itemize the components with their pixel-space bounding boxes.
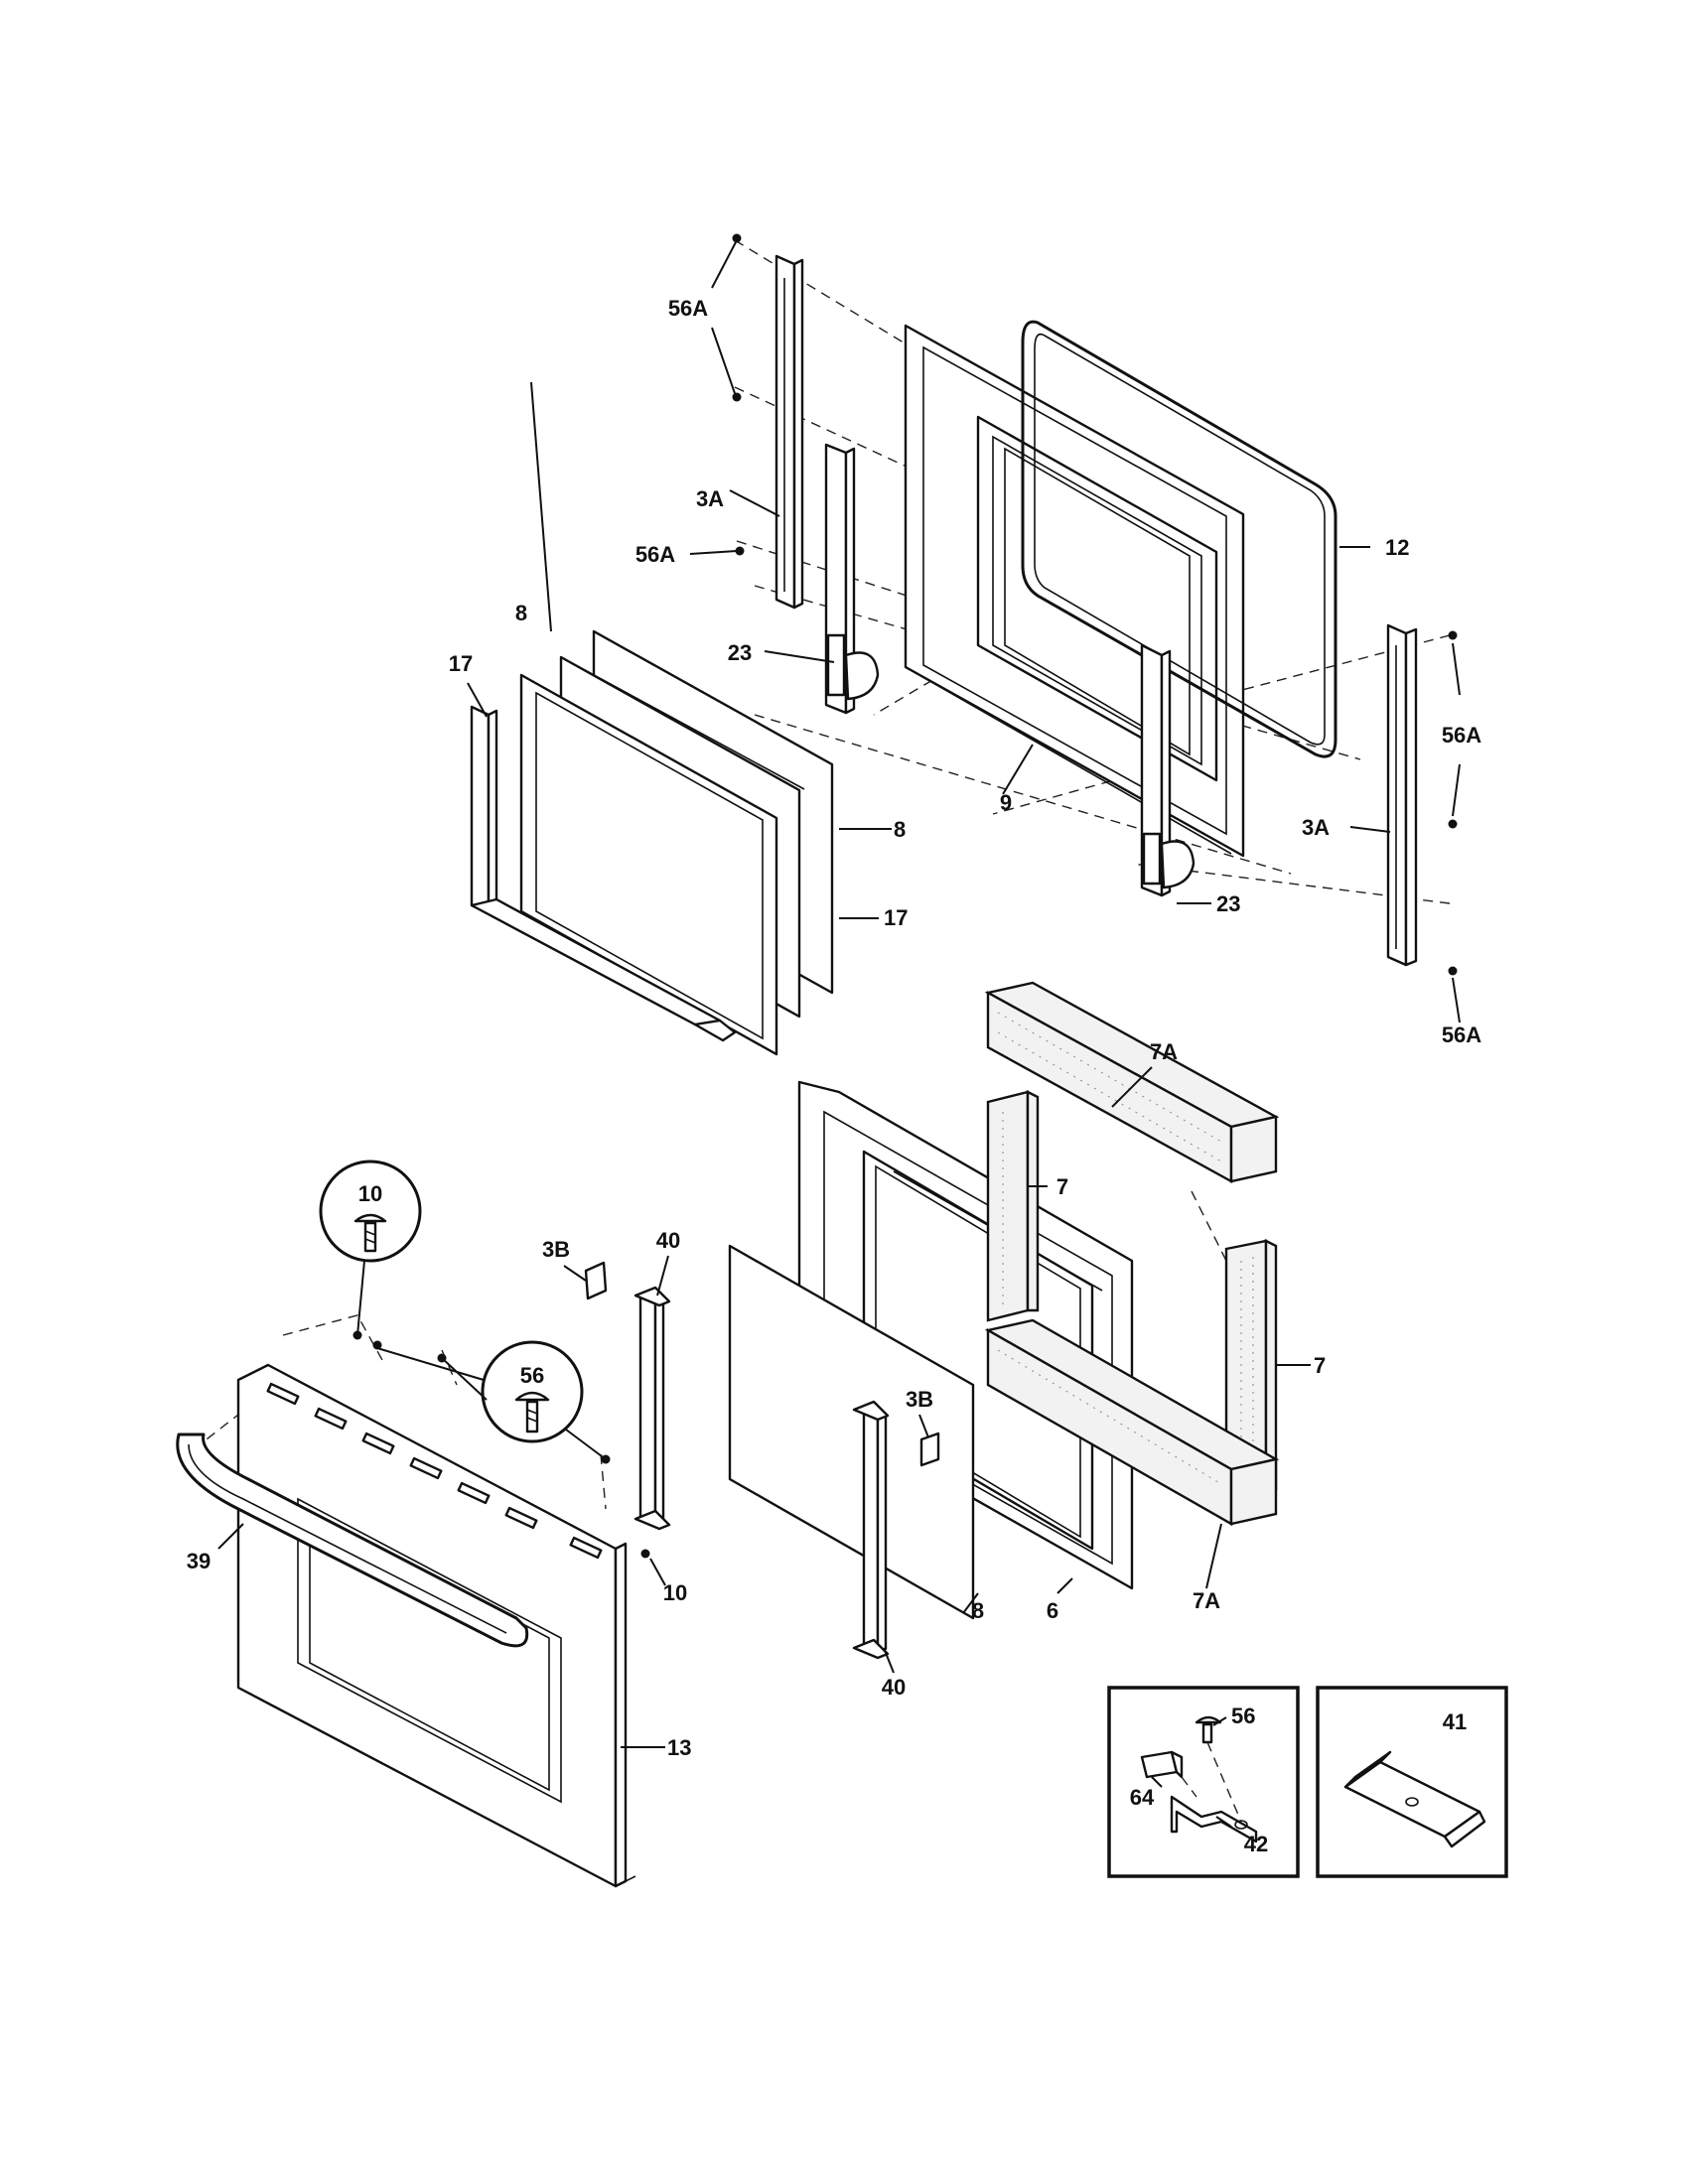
label-17-left: 17 — [449, 651, 473, 676]
insulation-7a-top — [984, 981, 1280, 1184]
label-3A-right: 3A — [1302, 815, 1330, 840]
label-13: 13 — [667, 1735, 691, 1760]
inset-box-bracket-41 — [1316, 1686, 1508, 1878]
label-9: 9 — [1000, 790, 1012, 815]
label-56A-top: 56A — [668, 296, 708, 321]
inset-box-hardware — [1107, 1686, 1300, 1878]
callout-circle-screw-56 — [376, 1340, 607, 1460]
label-56A-bottom: 56A — [1442, 1023, 1481, 1047]
leader-lines-lower — [217, 1066, 1311, 1748]
callout-labels: 56A 3A 56A 12 8 17 23 56A 8 9 3A 17 23 5… — [187, 296, 1482, 1856]
label-64: 64 — [1130, 1785, 1155, 1810]
label-3B-left: 3B — [542, 1237, 570, 1262]
label-10-circle: 10 — [358, 1181, 382, 1206]
stiffener-40-left — [633, 1286, 671, 1531]
label-56-inset: 56 — [1231, 1704, 1255, 1728]
label-7A-bottom: 7A — [1193, 1588, 1220, 1613]
label-7-right: 7 — [1314, 1353, 1326, 1378]
label-41: 41 — [1443, 1709, 1467, 1734]
label-23-right: 23 — [1216, 891, 1240, 916]
label-40-bottom: 40 — [882, 1675, 906, 1700]
glass-panel-8-lower — [728, 1244, 975, 1620]
label-7A-top: 7A — [1150, 1039, 1178, 1064]
label-3A-left: 3A — [696, 486, 724, 511]
bracket-3b-left — [584, 1261, 608, 1300]
label-42: 42 — [1244, 1832, 1268, 1856]
door-vent-slots — [266, 1382, 603, 1560]
callout-circle-screw-10 — [319, 1160, 422, 1336]
hinge-23-right — [1140, 643, 1196, 897]
label-56A-mid: 56A — [635, 542, 675, 567]
stiffener-40-right — [852, 1400, 890, 1660]
outer-door-13 — [236, 1363, 636, 1888]
label-39: 39 — [187, 1549, 211, 1573]
screws-56a-upper — [732, 233, 1458, 976]
label-56-circle: 56 — [520, 1363, 544, 1388]
leader-lines-upper — [467, 239, 1461, 1024]
label-3B-right: 3B — [906, 1387, 933, 1412]
label-8-right: 8 — [894, 817, 906, 842]
label-10-right: 10 — [663, 1580, 687, 1605]
insulation-7-left — [986, 1090, 1040, 1322]
label-40-top: 40 — [656, 1228, 680, 1253]
door-liner-9 — [904, 324, 1245, 858]
bracket-3b-right — [919, 1432, 940, 1467]
label-56A-right: 56A — [1442, 723, 1481, 748]
hinge-23-left — [824, 443, 880, 715]
glass-pack-upper — [470, 629, 834, 1056]
hinge-channel-3a-right — [1386, 623, 1418, 967]
label-17-right: 17 — [884, 905, 908, 930]
door-handle-39 — [176, 1433, 529, 1648]
hinge-channel-3a-left — [774, 254, 804, 610]
insulation-7a-bottom — [984, 1318, 1280, 1527]
label-8-top: 8 — [515, 601, 527, 625]
door-gasket-12 — [1021, 320, 1337, 758]
label-12: 12 — [1385, 535, 1409, 560]
label-7-top: 7 — [1056, 1174, 1068, 1199]
label-6: 6 — [1047, 1598, 1058, 1623]
label-23-left: 23 — [728, 640, 752, 665]
label-8-bottom: 8 — [972, 1598, 984, 1623]
